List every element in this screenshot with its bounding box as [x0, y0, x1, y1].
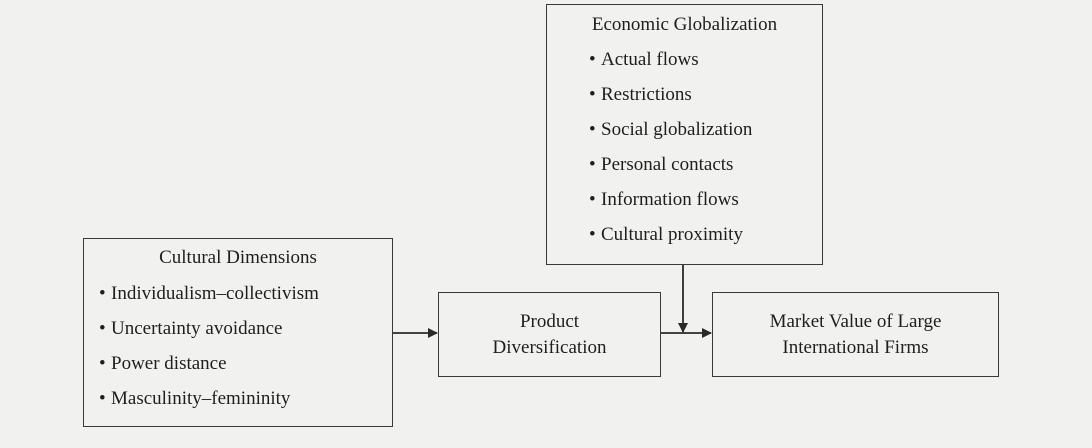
product-diversification-box: Product Diversification	[438, 292, 661, 377]
list-item: •Cultural proximity	[589, 224, 743, 245]
bullet-icon: •	[589, 224, 596, 245]
product-diversification-line1: Product	[519, 310, 580, 332]
list-item: •Actual flows	[589, 49, 699, 70]
market-value-line2: International Firms	[782, 336, 929, 358]
list-item: •Personal contacts	[589, 154, 734, 175]
list-item: •Social globalization	[589, 119, 753, 140]
bullet-icon: •	[589, 84, 596, 105]
list-item: •Power distance	[99, 353, 227, 374]
bullet-icon: •	[589, 189, 596, 210]
bullet-icon: •	[99, 283, 106, 304]
bullet-icon: •	[99, 388, 106, 409]
list-item: •Information flows	[589, 189, 739, 210]
product-diversification-line2: Diversification	[492, 336, 607, 358]
bullet-icon: •	[589, 49, 596, 70]
bullet-icon: •	[99, 318, 106, 339]
cultural-dimensions-title: Cultural Dimensions	[159, 247, 317, 268]
economic-globalization-box: Economic Globalization •Actual flows •Re…	[546, 4, 823, 265]
economic-globalization-list: •Actual flows •Restrictions •Social glob…	[589, 49, 752, 259]
market-value-box: Market Value of Large International Firm…	[712, 292, 999, 377]
list-item: •Restrictions	[589, 84, 692, 105]
list-item: •Masculinity–femininity	[99, 388, 291, 409]
bullet-icon: •	[99, 353, 106, 374]
market-value-line1: Market Value of Large	[769, 310, 942, 332]
bullet-icon: •	[589, 154, 596, 175]
bullet-icon: •	[589, 119, 596, 140]
cultural-dimensions-box: Cultural Dimensions •Individualism–colle…	[83, 238, 393, 427]
cultural-dimensions-list: •Individualism–collectivism •Uncertainty…	[99, 283, 319, 423]
list-item: •Uncertainty avoidance	[99, 318, 283, 339]
economic-globalization-title: Economic Globalization	[591, 14, 778, 35]
list-item: •Individualism–collectivism	[99, 283, 319, 304]
